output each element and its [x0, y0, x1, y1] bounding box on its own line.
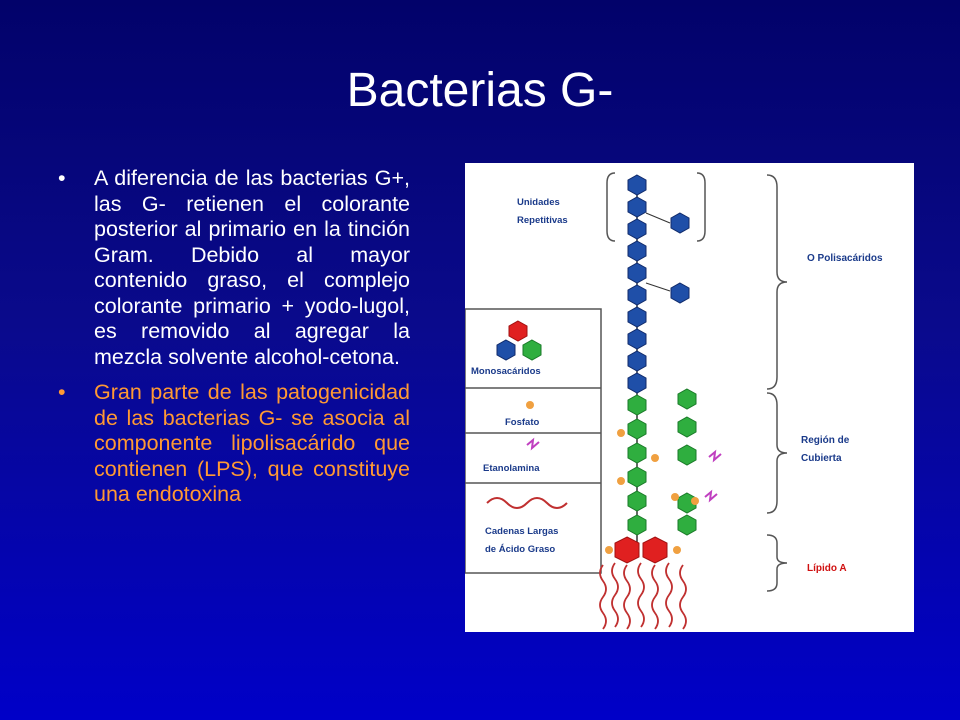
ethanolamine-mark	[704, 489, 718, 503]
bullet-text: Gran parte de las patogenicidad de las b…	[94, 380, 410, 506]
lps-backbone	[599, 174, 722, 630]
label-region-line2: Cubierta	[801, 453, 842, 464]
repeating-units-left-bracket	[606, 172, 616, 242]
core-region-brace	[766, 392, 788, 514]
branch-hex-green	[677, 388, 697, 410]
o-polysaccharide-brace	[766, 174, 788, 390]
fatty-acid-chain	[665, 562, 673, 628]
label-unidades-line2: Repetitivas	[517, 215, 568, 226]
branch-hex-green	[677, 514, 697, 536]
chain-hex-blue	[627, 372, 647, 394]
fatty-acid-chain	[611, 562, 619, 628]
phosphate-dot	[617, 429, 625, 437]
legend-panel: Monosacáridos Fosfato Etanolamina Cadena…	[465, 308, 602, 574]
chain-hex-green	[627, 442, 647, 464]
label-etanolamina: Etanolamina	[483, 463, 540, 474]
phosphate-dot	[651, 454, 659, 462]
phosphate-dot	[671, 493, 679, 501]
chain-hex-green	[627, 514, 647, 536]
ethanolamine-icon	[526, 437, 540, 451]
fatty-acid-icon	[486, 497, 568, 509]
label-monosacaridos: Monosacáridos	[471, 366, 541, 377]
monosaccharide-hex-blue	[496, 339, 516, 361]
branch-line	[645, 282, 671, 292]
label-region-line1: Región de	[801, 435, 850, 446]
branch-hex-green	[677, 444, 697, 466]
branch-line	[645, 212, 671, 224]
phosphate-icon	[526, 401, 534, 409]
monosaccharide-hex-green	[522, 339, 542, 361]
label-unidades-line1: Unidades	[517, 197, 560, 208]
label-fosfato: Fosfato	[505, 417, 540, 428]
fatty-acid-chain	[651, 564, 659, 630]
lipid-a-brace	[766, 534, 788, 592]
phosphate-dot	[673, 546, 681, 554]
label-lipido-a: Lípido A	[807, 563, 847, 574]
fatty-acid-chain	[679, 564, 687, 630]
chain-hex-green	[627, 394, 647, 416]
phosphate-dot	[691, 497, 699, 505]
bullet-marker: •	[58, 166, 66, 190]
chain-hex-blue	[627, 328, 647, 350]
lipid-a-hex-red	[614, 536, 640, 564]
branch-hex-blue	[670, 282, 690, 304]
chain-hex-blue	[627, 284, 647, 306]
chain-hex-green	[627, 490, 647, 512]
legend-frame	[465, 308, 602, 574]
repeating-units-right-bracket	[696, 172, 706, 242]
phosphate-dot	[617, 477, 625, 485]
chain-hex-blue	[627, 350, 647, 372]
chain-hex-green	[627, 418, 647, 440]
bullet-item-gram-stain: • A diferencia de las bacterias G+, las …	[58, 166, 410, 370]
bullet-item-pathogenicity: • Gran parte de las patogenicidad de las…	[58, 380, 410, 508]
fatty-acid-chain	[623, 564, 631, 630]
fatty-acid-chain	[599, 564, 607, 630]
bullet-list: • A diferencia de las bacterias G+, las …	[58, 166, 410, 518]
chain-hex-blue	[627, 218, 647, 240]
label-cadenas-line2: de Ácido Graso	[485, 544, 555, 555]
ethanolamine-mark	[708, 449, 722, 463]
chain-hex-green	[627, 466, 647, 488]
lps-diagram-svg: Monosacáridos Fosfato Etanolamina Cadena…	[465, 172, 883, 630]
phosphate-dot	[605, 546, 613, 554]
fatty-acid-chain	[637, 562, 645, 628]
slide-title: Bacterias G-	[346, 64, 614, 117]
chain-hex-blue	[627, 196, 647, 218]
label-cadenas-line1: Cadenas Largas	[485, 526, 558, 537]
bullet-marker: •	[58, 380, 66, 404]
chain-hex-blue	[627, 174, 647, 196]
chain-hex-blue	[627, 262, 647, 284]
branch-hex-blue	[670, 212, 690, 234]
lipid-a-hex-red	[642, 536, 668, 564]
chain-hex-blue	[627, 240, 647, 262]
lps-structure-diagram: Monosacáridos Fosfato Etanolamina Cadena…	[465, 163, 914, 632]
bullet-text: A diferencia de las bacterias G+, las G-…	[94, 166, 410, 369]
branch-hex-green	[677, 416, 697, 438]
label-o-polisacaridos: O Polisacáridos	[807, 253, 883, 264]
monosaccharide-hex-red	[508, 320, 528, 342]
chain-hex-blue	[627, 306, 647, 328]
